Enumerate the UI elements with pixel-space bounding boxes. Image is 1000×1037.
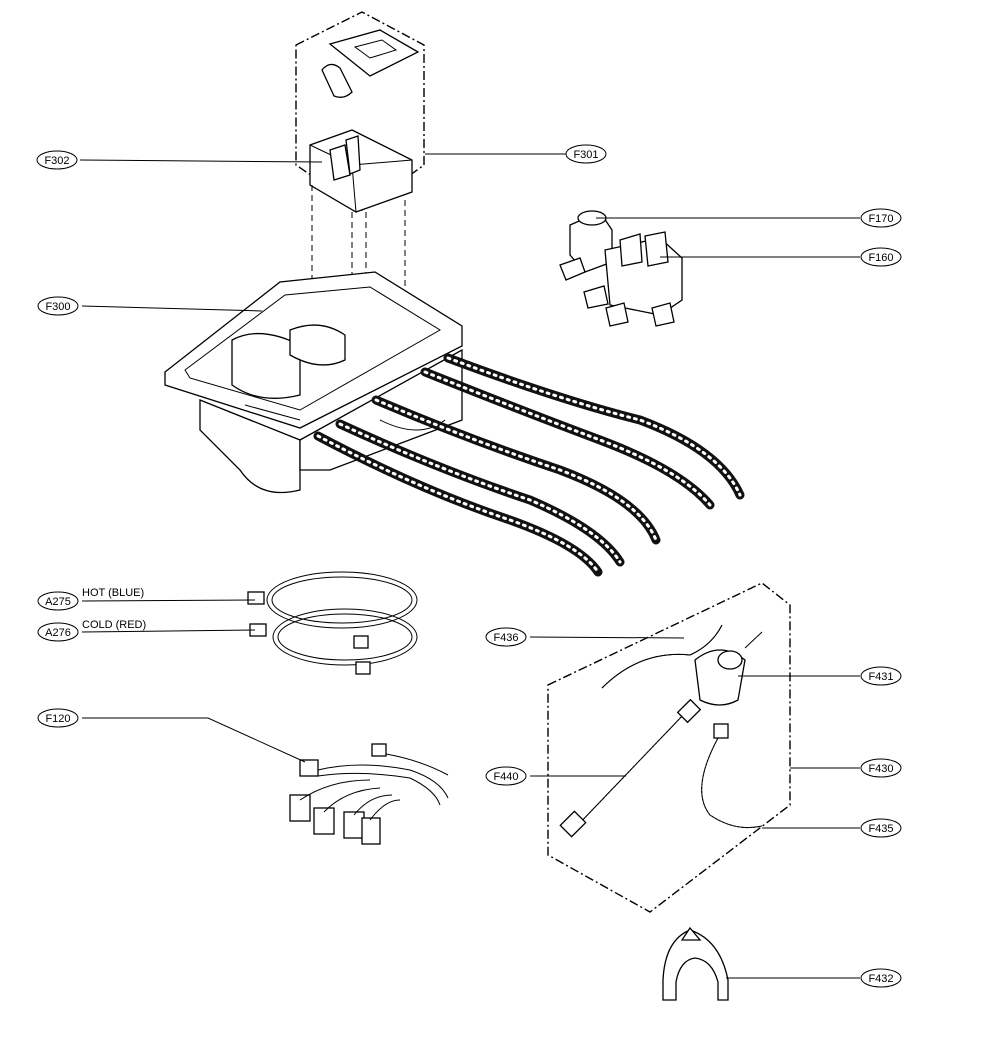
- dispenser-housing: [164, 271, 463, 494]
- water-valves: [559, 210, 683, 327]
- callout-f301: F301: [565, 144, 607, 164]
- callout-f435: F435: [860, 818, 902, 838]
- callout-f440: F440: [485, 766, 527, 786]
- callout-a276: A276: [37, 622, 79, 642]
- inlet-hoses: [247, 571, 418, 675]
- callout-f436: F436: [485, 627, 527, 647]
- callout-f430: F430: [860, 758, 902, 778]
- callout-f300: F300: [37, 296, 79, 316]
- svg-text:F120: F120: [45, 713, 70, 725]
- svg-text:F302: F302: [44, 155, 69, 167]
- svg-text:F435: F435: [868, 823, 893, 835]
- dispenser-cap-assembly: [295, 11, 425, 335]
- svg-text:F432: F432: [868, 973, 893, 985]
- svg-text:F430: F430: [868, 763, 893, 775]
- callout-f120: F120: [37, 708, 79, 728]
- dispenser-hoses: [313, 353, 745, 577]
- callout-f302: F302: [36, 150, 78, 170]
- svg-text:F436: F436: [493, 632, 518, 644]
- callout-a275: A275: [37, 591, 79, 611]
- svg-text:F301: F301: [573, 149, 598, 161]
- drain-assembly: [547, 582, 791, 913]
- svg-text:F300: F300: [45, 301, 70, 313]
- svg-text:F170: F170: [868, 213, 893, 225]
- svg-text:A276: A276: [45, 627, 71, 639]
- svg-text:A275: A275: [45, 596, 71, 608]
- callout-f431: F431: [860, 666, 902, 686]
- leader-lines: [79, 153, 860, 979]
- callout-f432: F432: [860, 968, 902, 988]
- callout-f160: F160: [860, 247, 902, 267]
- wire-harness: [289, 743, 449, 845]
- hose-clip: [662, 926, 729, 1001]
- svg-text:F440: F440: [493, 771, 518, 783]
- svg-text:F160: F160: [868, 252, 893, 264]
- note-cold-red: COLD (RED): [82, 619, 146, 631]
- svg-text:F431: F431: [868, 671, 893, 683]
- callout-f170: F170: [860, 208, 902, 228]
- note-hot-blue: HOT (BLUE): [82, 587, 144, 599]
